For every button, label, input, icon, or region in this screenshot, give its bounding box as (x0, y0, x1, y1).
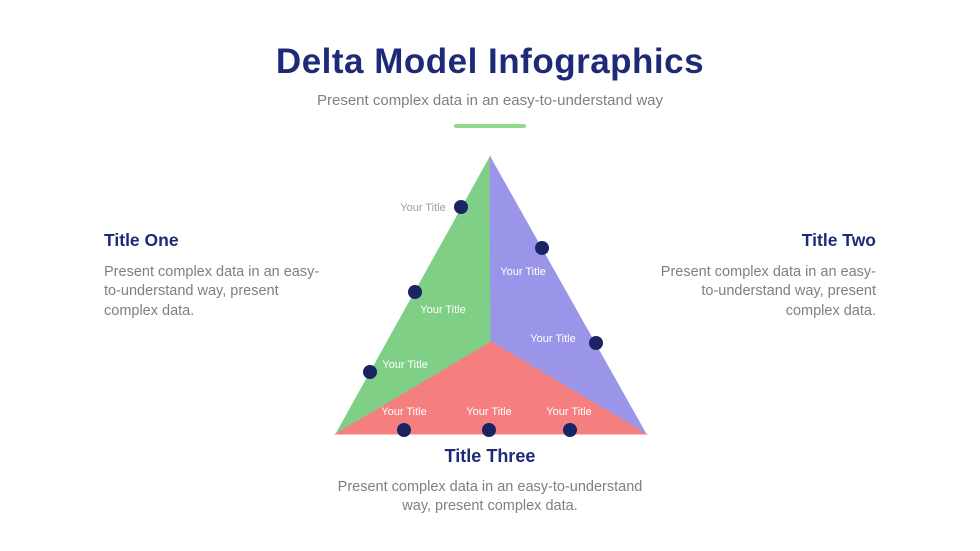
point-label: Your Title (500, 266, 546, 278)
point-dot-left-3 (363, 365, 377, 379)
page-subtitle: Present complex data in an easy-to-under… (316, 92, 664, 109)
point-dot-bottom-1 (397, 423, 411, 437)
page-title: Delta Model Infographics (275, 42, 705, 81)
point-label: Your Title (466, 406, 512, 418)
section-one-body: Present complex data in an easy-to-under… (104, 264, 320, 319)
section-title-three: Title Three Present complex data in an e… (323, 446, 658, 517)
section-one-title: Title One (104, 230, 179, 250)
section-title-two: Title Two Present complex data in an eas… (646, 230, 876, 321)
accent-underline (454, 124, 526, 128)
section-three-title: Title Three (444, 446, 536, 466)
point-label: Your Title (546, 406, 592, 418)
point-label: Your Title (381, 406, 427, 418)
section-three-body: Present complex data in an easy-to-under… (337, 479, 643, 515)
point-dot-right-1 (535, 241, 549, 255)
point-dot-left-1 (454, 200, 468, 214)
point-label: Your Title (420, 304, 466, 316)
section-title-one: Title One Present complex data in an eas… (104, 230, 334, 321)
point-label: Your Title (382, 359, 428, 371)
point-dot-right-2 (589, 336, 603, 350)
point-label: Your Title (400, 202, 446, 214)
point-dot-bottom-2 (482, 423, 496, 437)
section-two-body: Present complex data in an easy-to-under… (660, 264, 876, 319)
header: Delta Model Infographics Present complex… (0, 42, 980, 128)
point-dot-left-2 (408, 285, 422, 299)
point-dot-bottom-3 (563, 423, 577, 437)
point-label: Your Title (530, 333, 576, 345)
section-two-title: Title Two (801, 230, 876, 250)
